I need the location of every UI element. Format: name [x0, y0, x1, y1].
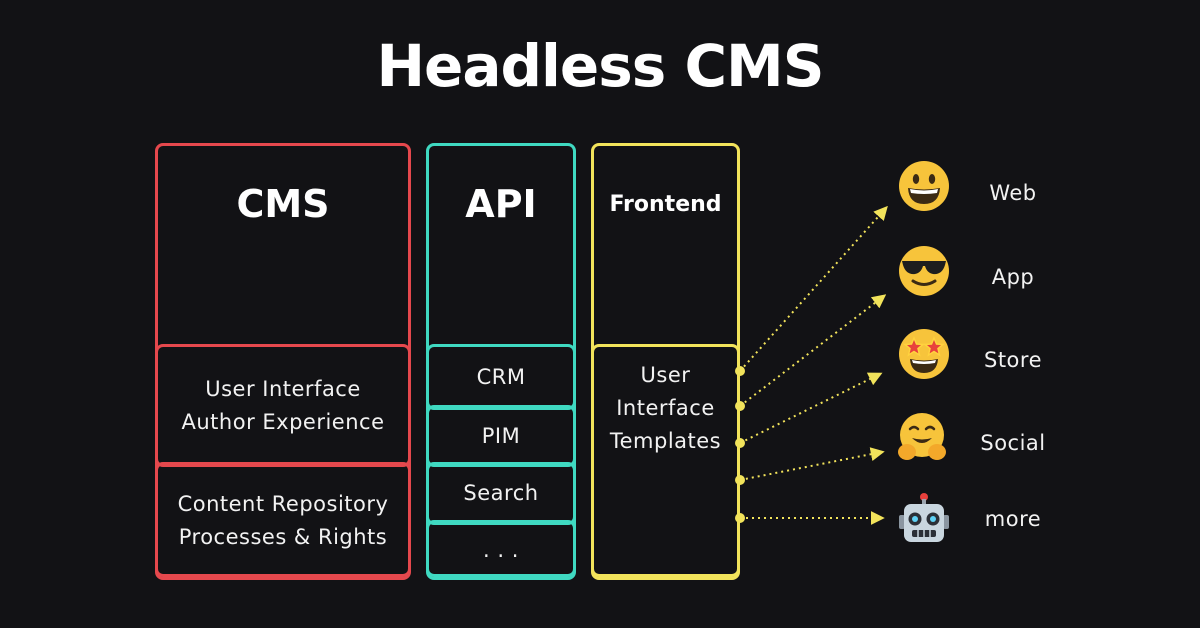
sunglasses-face-icon — [899, 246, 949, 296]
arrow-app — [739, 294, 887, 407]
cms-column: CMS User Interface Author Experience Con… — [155, 143, 411, 580]
star-struck-face-icon — [899, 329, 949, 379]
arrow-origin-dot — [735, 475, 745, 485]
hugging-face-icon — [898, 413, 946, 460]
arrow-web — [739, 205, 888, 372]
frontend-column: Frontend User Interface Templates — [591, 143, 740, 580]
target-label-app: App — [991, 265, 1035, 289]
api-cell-search: Search — [426, 462, 576, 525]
page-title: Headless CMS — [376, 32, 824, 100]
target-label-social: Social — [980, 431, 1046, 455]
target-label-more: more — [984, 507, 1042, 531]
target-label-web: Web — [989, 181, 1037, 205]
arrow-origin-dot — [735, 438, 745, 448]
grinning-face-icon — [899, 161, 949, 211]
frontend-column-title: Frontend — [609, 192, 722, 217]
api-column-title: API — [465, 182, 537, 226]
robot-face-icon — [899, 493, 949, 542]
api-cell-more: . . . — [426, 520, 576, 580]
frontend-cell-templates: User Interface Templates — [591, 344, 740, 580]
target-label-store: Store — [983, 348, 1042, 372]
cms-cell-content-repository: Content Repository Processes & Rights — [155, 462, 411, 580]
arrow-origin-dot — [735, 401, 745, 411]
api-column: API CRM PIM Search . . . — [426, 143, 576, 580]
cms-column-title: CMS — [236, 182, 330, 226]
api-cell-pim: PIM — [426, 405, 576, 467]
arrow-origin-dot — [735, 366, 745, 376]
cms-cell-user-interface: User Interface Author Experience — [155, 344, 411, 467]
arrow-origin-dot — [735, 513, 745, 523]
arrow-store — [739, 372, 883, 444]
arrow-social — [739, 447, 885, 481]
api-cell-crm: CRM — [426, 344, 576, 410]
